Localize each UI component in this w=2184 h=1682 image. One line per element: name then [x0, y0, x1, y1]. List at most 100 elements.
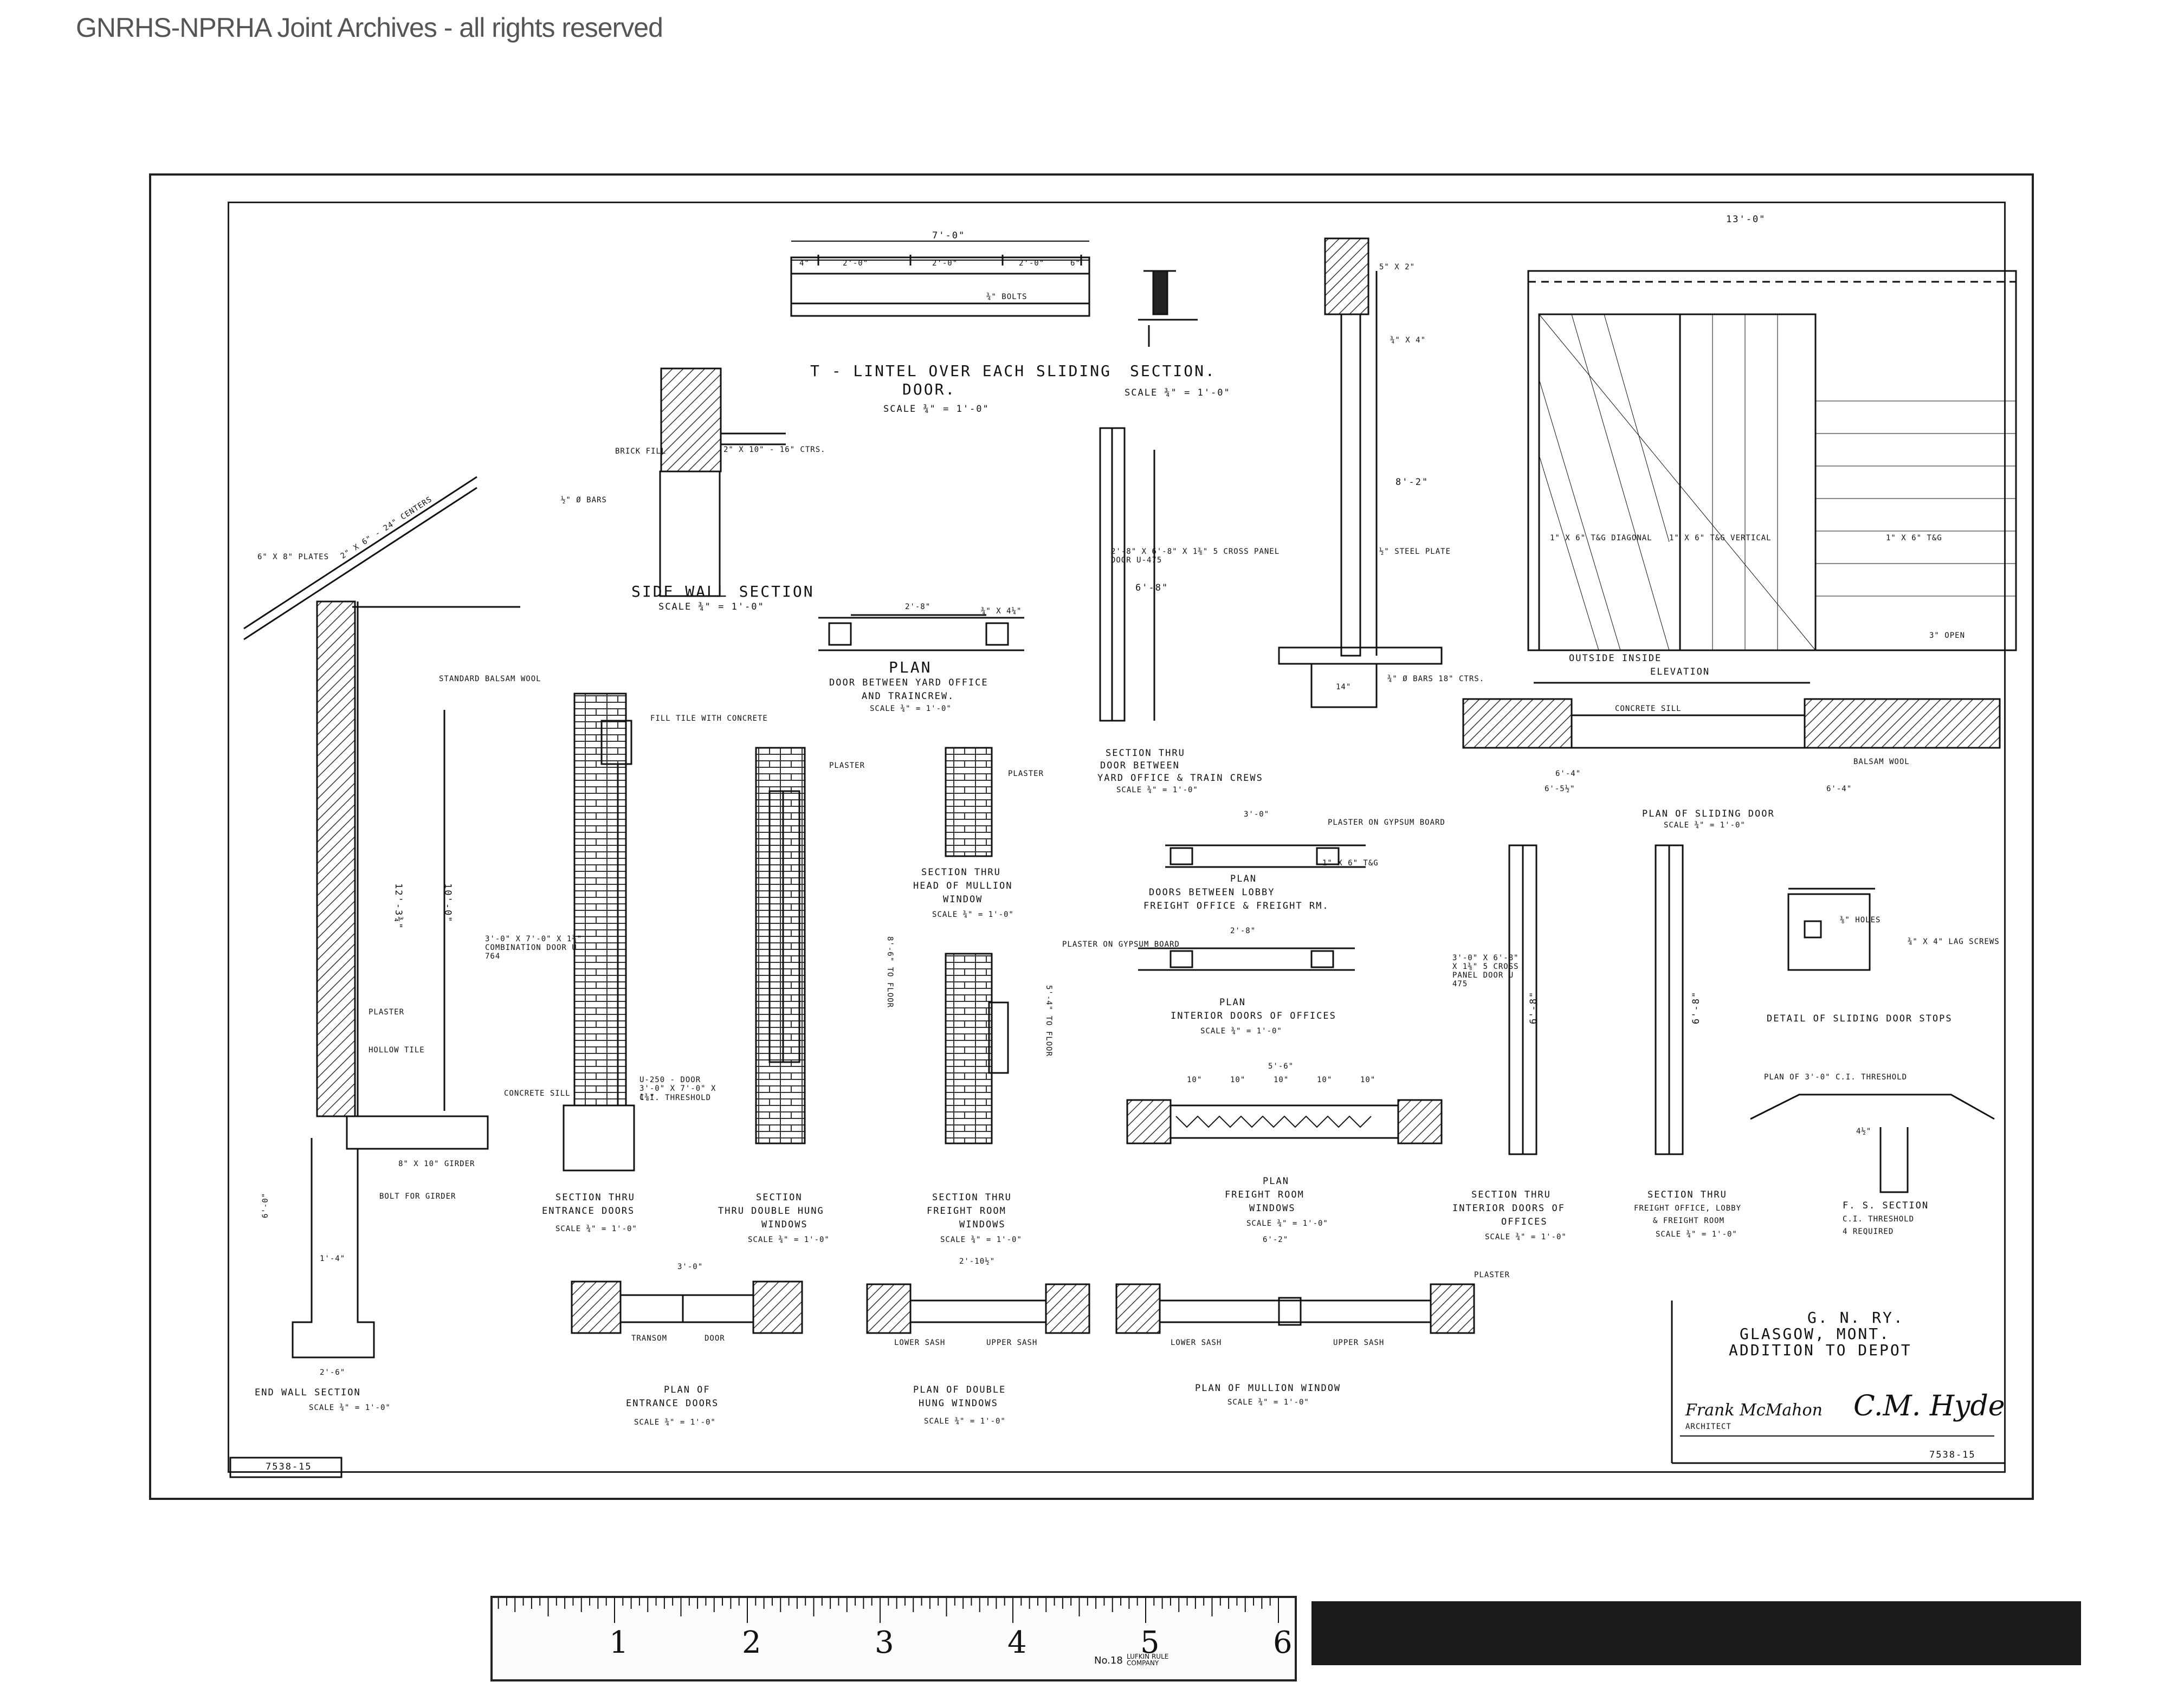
- entrance-section-note: FILL TILE WITH CONCRETE: [650, 714, 768, 723]
- double-hung-section-detail: [755, 747, 806, 1144]
- double-hung-plan-line2: HUNG WINDOWS: [919, 1398, 998, 1409]
- sliding-plan-note: CONCRETE SILL: [1615, 704, 1682, 713]
- sliding-plan-title: PLAN OF SLIDING DOOR: [1642, 808, 1775, 819]
- freight-plan-scale: SCALE ¾" = 1'-0": [1246, 1219, 1328, 1228]
- approver-signature: C.M. Hyde: [1853, 1390, 2005, 1422]
- door-stops-note: ¾" x 4" LAG SCREWS: [1908, 937, 2000, 946]
- end-wall-dim: 6'-0": [261, 1192, 270, 1218]
- lobby-doors-title: PLAN: [1230, 874, 1257, 884]
- mullion-plan-dim: 6'-2": [1263, 1235, 1289, 1244]
- door-yard-dim: 2'-8": [905, 603, 931, 611]
- lobby-doors-note: 1" x 6" T&G: [1322, 859, 1379, 868]
- lobby-doors-line3: FREIGHT OFFICE & FREIGHT RM.: [1143, 901, 1329, 911]
- mullion-head-scale: SCALE ¾" = 1'-0": [932, 910, 1014, 919]
- elevation-note: 1" x 6" T&G: [1886, 534, 1942, 542]
- side-wall-note: 2" x 10" - 16" CTRS.: [723, 445, 826, 454]
- section-door-yard-line2: DOOR BETWEEN: [1100, 760, 1180, 771]
- section-door-yard-line3: YARD OFFICE & TRAIN CREWS: [1097, 773, 1263, 784]
- drawing-number-box: [229, 1457, 343, 1478]
- lintel-dim: 2'-0": [932, 259, 958, 268]
- freight-plan-dim: 10": [1230, 1076, 1246, 1084]
- plan-interior-doors: [1138, 947, 1355, 971]
- lintel-dim: 4": [799, 259, 810, 268]
- end-wall-dim: 10'-0": [442, 883, 453, 923]
- mullion-head-title: SECTION THRU: [921, 867, 1001, 878]
- interior-doors-dim: 2'-8": [1230, 927, 1256, 935]
- title-block-drawing-no: 7538-15: [1929, 1450, 1976, 1460]
- double-hung-plan-scale: SCALE ¾" = 1'-0": [924, 1417, 1006, 1426]
- ruler-number: 1: [609, 1625, 629, 1660]
- int-doors-section-note: 3'-0" x 6'-8" x 1⅜" 5 CROSS PANEL DOOR U…: [1452, 954, 1519, 988]
- double-hung-title: SECTION: [756, 1192, 803, 1203]
- end-wall-note: HOLLOW TILE: [369, 1046, 425, 1055]
- entrance-plan-title: PLAN OF: [664, 1385, 710, 1395]
- lintel-title: T - LINTEL OVER EACH SLIDING: [810, 362, 1112, 380]
- measuring-ruler: 1 2 3 4 5 6 No.18 LUFKIN RULE COMPANY: [490, 1596, 1297, 1681]
- double-hung-line2: THRU DOUBLE HUNG: [718, 1206, 824, 1217]
- architect-signature: Frank McMahon: [1685, 1401, 1823, 1420]
- mullion-head-note: PLASTER: [1008, 769, 1044, 778]
- freight-office-section-height: 6'-8": [1691, 991, 1702, 1024]
- title-block-project: ADDITION TO DEPOT: [1729, 1341, 1912, 1359]
- elevation-note: 3" OPEN: [1929, 631, 1966, 640]
- mullion-plan-scale: SCALE ¾" = 1'-0": [1227, 1398, 1309, 1407]
- side-wall-title: SIDE WALL SECTION: [631, 583, 815, 600]
- plan-double-hung-detail: [866, 1283, 1090, 1334]
- interior-doors-scale: SCALE ¾" = 1'-0": [1200, 1027, 1282, 1036]
- entrance-door-section-detail: [563, 693, 635, 1172]
- freight-window-line3: WINDOWS: [959, 1219, 1006, 1230]
- door-yard-line2: DOOR BETWEEN YARD OFFICE: [829, 677, 988, 688]
- interior-doors-title: PLAN: [1219, 997, 1246, 1008]
- head-section-note: ¾" x 4": [1390, 336, 1426, 345]
- end-wall-dim: 2'-6": [320, 1368, 346, 1377]
- freight-window-line2: FREIGHT ROOM: [927, 1206, 1006, 1217]
- double-hung-scale: SCALE ¾" = 1'-0": [748, 1235, 830, 1244]
- section-door-yard-title: SECTION THRU: [1106, 748, 1185, 759]
- door-yard-line3: AND TRAINCREW.: [862, 691, 955, 702]
- interior-doors-note: PLASTER ON GYPSUM BOARD: [1062, 940, 1180, 949]
- entrance-plan-label: TRANSOM: [631, 1334, 668, 1343]
- door-stops-note: ⅜" HOLES: [1840, 916, 1881, 924]
- lintel-elevation: [790, 241, 1090, 317]
- elevation-note: 1" x 6" T&G VERTICAL: [1669, 534, 1772, 542]
- elevation-top-dim: 13'-0": [1726, 214, 1766, 225]
- drawing-inner-border: [228, 202, 2006, 1473]
- end-wall-dim: 12'-3¾": [393, 883, 404, 930]
- ruler-number: 5: [1140, 1625, 1160, 1660]
- freight-plan-dim: 10": [1187, 1076, 1203, 1084]
- entrance-section-note: 3'-0" x 7'-0" x 1⅜" COMBINATION DOOR U 7…: [485, 935, 583, 961]
- entrance-plan-scale: SCALE ¾" = 1'-0": [634, 1418, 716, 1427]
- title-block-railway: G. N. RY.: [1807, 1309, 1904, 1327]
- freight-window-title: SECTION THRU: [932, 1192, 1012, 1203]
- freight-office-section-scale: SCALE ¾" = 1'-0": [1656, 1230, 1737, 1239]
- lintel-dim: 6": [1070, 259, 1081, 268]
- section-door-yard-note: 2'-8" x 6'-8" x 1⅜" 5 CROSS PANEL DOOR U…: [1111, 547, 1280, 565]
- lobby-doors-note: PLASTER ON GYPSUM BOARD: [1328, 818, 1445, 827]
- freight-office-section-title: SECTION THRU: [1647, 1189, 1727, 1200]
- plan-lobby-doors: [1165, 844, 1366, 868]
- end-wall-section-detail: [243, 476, 520, 1358]
- freight-office-section-line2: FREIGHT OFFICE, LOBBY: [1634, 1204, 1742, 1213]
- freight-plan-dim: 10": [1274, 1076, 1289, 1084]
- end-wall-title: END WALL SECTION: [255, 1387, 361, 1398]
- door-stops-title: DETAIL OF SLIDING DOOR STOPS: [1767, 1013, 1953, 1024]
- sliding-door-stops-detail: [1787, 888, 1875, 971]
- architect-label: ARCHITECT: [1685, 1422, 1731, 1431]
- entrance-section-note: C.I. THRESHOLD: [639, 1094, 712, 1102]
- lobby-doors-line2: DOORS BETWEEN LOBBY: [1149, 887, 1275, 898]
- head-section-note: ½" STEEL PLATE: [1379, 547, 1451, 556]
- entrance-section-note: CONCRETE SILL: [504, 1089, 571, 1098]
- freight-office-section-line3: & FREIGHT ROOM: [1653, 1217, 1725, 1225]
- fs-section-title: F. S. SECTION: [1843, 1200, 1929, 1211]
- ruler-number: 6: [1273, 1625, 1293, 1660]
- lintel-section-scale: SCALE ¾" = 1'-0": [1125, 387, 1231, 398]
- freight-plan-dim: 5'-6": [1268, 1062, 1294, 1071]
- plan-freight-room-windows: [1126, 1099, 1443, 1144]
- double-hung-note: PLASTER: [829, 761, 865, 770]
- double-hung-plan-label: LOWER SASH: [894, 1338, 946, 1347]
- double-hung-line3: WINDOWS: [761, 1219, 808, 1230]
- ruler-model: No.18: [1094, 1655, 1123, 1666]
- freight-plan-line2: FREIGHT ROOM: [1225, 1189, 1304, 1200]
- section-interior-doors-detail: [1508, 844, 1684, 1155]
